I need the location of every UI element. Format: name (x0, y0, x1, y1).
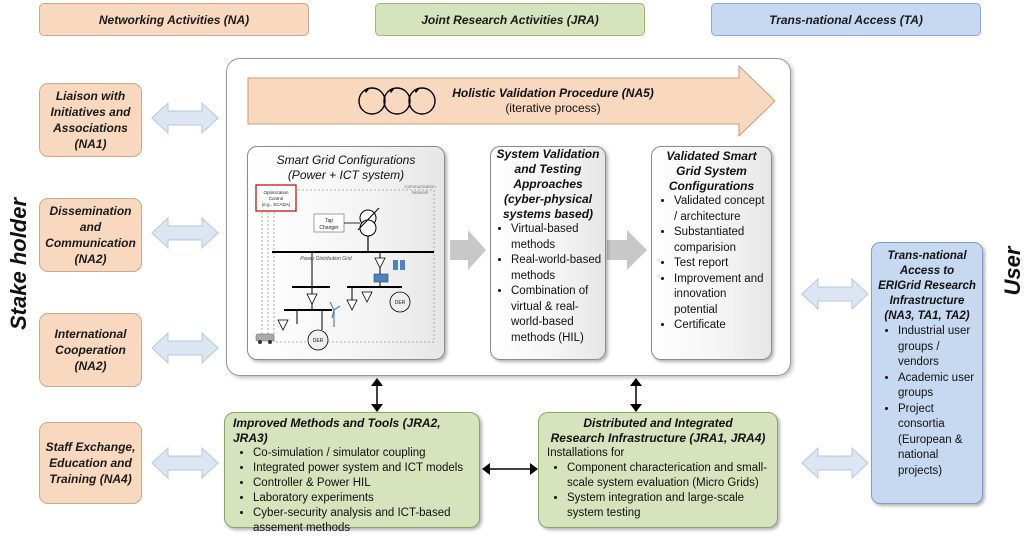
der-label-2: DER (313, 338, 324, 344)
double-arrow-icon (151, 101, 219, 135)
improved-methods-box: Improved Methods and Tools (JRA2, JRA3) … (224, 412, 480, 534)
holistic-validation-text: Holistic Validation Procedure (NA5) (ite… (443, 86, 663, 116)
sg-title: Smart Grid Configurations (Power + ICT s… (248, 153, 444, 183)
improved-methods-item: Integrated power system and ICT models (253, 461, 471, 476)
stakeholder-label: International Cooperation (NA2) (54, 327, 127, 373)
double-arrow-icon (151, 216, 219, 250)
tap-changer-label-1: Tap (325, 218, 333, 224)
distributed-item: Component characterication and small-sca… (567, 461, 769, 491)
distributed-title-line1: Distributed and Integrated (583, 416, 733, 430)
header-label: Networking Activities (NA) (98, 12, 250, 27)
validation-title: System Validation and Testing Approaches… (496, 147, 600, 221)
validation-item: Combination of virtual & real-world-base… (511, 284, 603, 346)
transnational-access-box: Trans-national Access to ERIGrid Researc… (871, 242, 983, 504)
validation-approaches-card: System Validation and Testing Approaches… (490, 146, 606, 360)
validation-item: Real-world-based methods (511, 253, 603, 284)
validated-item: Improvement and innovation potential (674, 272, 769, 319)
header-label: Trans-national Access (TA) (769, 12, 923, 27)
validation-item: Virtual-based methods (511, 222, 603, 253)
validated-item: Test report (674, 256, 769, 272)
distributed-item: System integration and large-scale syste… (567, 491, 769, 521)
transnational-item: Academic user groups (898, 371, 976, 402)
validated-title: Validated Smart Grid System Configuratio… (666, 149, 757, 193)
holistic-subtitle: (iterative process) (505, 101, 601, 115)
control-label-2: Control (269, 196, 284, 201)
sg-title-line2: (Power + ICT system) (287, 168, 405, 182)
stakeholder-dissemination: Dissemination and Communication (NA2) (39, 198, 142, 272)
stakeholder-international-cooperation: International Cooperation (NA2) (39, 313, 142, 387)
distributed-title: Distributed and Integrated Research Infr… (547, 416, 769, 446)
validated-item: Validated concept / architecture (674, 194, 769, 225)
improved-methods-title: Improved Methods and Tools (JRA2, JRA3) (233, 416, 441, 445)
user-label: User (1000, 246, 1024, 296)
comm-network-label-2: Network (412, 190, 429, 195)
iteration-loops-icon (358, 87, 436, 115)
header-networking-activities: Networking Activities (NA) (39, 3, 309, 36)
header-transnational-access: Trans-national Access (TA) (711, 3, 981, 36)
improved-methods-item: Cyber-security analysis and ICT-based as… (253, 506, 471, 536)
validated-item: Certificate (674, 318, 769, 334)
distribution-grid-label: Power Distribution Grid (300, 256, 352, 262)
vertical-double-arrow-icon (371, 378, 383, 412)
tap-changer-label-2: Changer (319, 225, 339, 231)
smart-grid-diagram: Optimization Control (e.g., SCADA) Commu… (255, 184, 436, 351)
stakeholder-label: Staff Exchange, Education and Training (… (45, 440, 136, 486)
validated-item: Substantiated comparision (674, 225, 769, 256)
distributed-title-line2: Research Infrastructure (JRA1, JRA4) (550, 431, 766, 445)
distributed-infrastructure-box: Distributed and Integrated Research Infr… (538, 412, 778, 528)
control-box (255, 184, 297, 212)
flow-arrow-icon (607, 230, 647, 270)
stakeholder-label: Liaison with Initiatives and Association… (50, 89, 131, 151)
double-arrow-icon (151, 446, 219, 480)
sg-title-line1: Smart Grid Configurations (276, 153, 416, 167)
header-joint-research-activities: Joint Research Activities (JRA) (375, 3, 645, 36)
improved-methods-item: Controller & Power HIL (253, 476, 471, 491)
improved-methods-item: Co-simulation / simulator coupling (253, 446, 471, 461)
validated-configs-card: Validated Smart Grid System Configuratio… (651, 146, 772, 360)
vertical-double-arrow-icon (630, 378, 642, 412)
double-arrow-icon (151, 331, 219, 365)
improved-methods-item: Laboratory experiments (253, 491, 471, 506)
control-label-1: Optimization (263, 190, 289, 195)
transnational-title: Trans-national Access to ERIGrid Researc… (878, 250, 976, 322)
stake-holder-label: Stake holder (6, 197, 31, 330)
der-label-1: DER (395, 300, 406, 306)
double-arrow-icon (801, 277, 869, 311)
stakeholder-label: Dissemination and Communication (NA2) (45, 204, 136, 266)
holistic-title: Holistic Validation Procedure (NA5) (452, 86, 654, 100)
transnational-item: Industrial user groups / vendors (898, 324, 976, 371)
header-label: Joint Research Activities (JRA) (421, 12, 599, 27)
horizontal-double-arrow-icon (482, 463, 538, 475)
comm-network-label-1: Communication (404, 184, 436, 189)
flow-arrow-icon (450, 230, 486, 270)
control-label-3: (e.g., SCADA) (262, 202, 291, 207)
transnational-item: Project consortia (European & national p… (898, 402, 976, 480)
stakeholder-staff-exchange: Staff Exchange, Education and Training (… (39, 422, 142, 504)
distributed-intro: Installations for (547, 447, 625, 459)
double-arrow-icon (801, 446, 869, 480)
holistic-arrow (247, 64, 776, 138)
stakeholder-liaison: Liaison with Initiatives and Association… (39, 83, 142, 157)
